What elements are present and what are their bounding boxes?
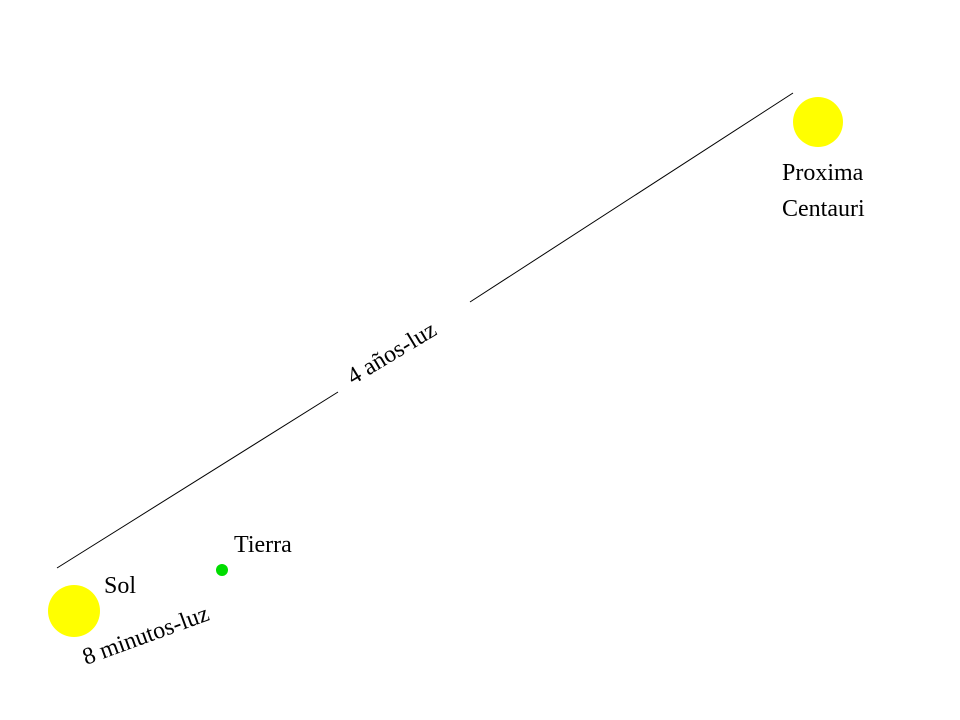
sun-label: Sol	[104, 573, 136, 599]
proxima-label-line2: Centauri	[782, 196, 865, 222]
distance-line-lower	[56, 391, 339, 569]
distance-label-proxima: 4 años-luz	[343, 317, 442, 390]
proxima-centauri-icon	[793, 97, 843, 147]
proxima-label-line1: Proxima	[782, 160, 864, 186]
earth-label: Tierra	[234, 532, 292, 558]
sun-icon	[48, 585, 100, 637]
earth-icon	[216, 564, 228, 576]
distance-line-upper	[469, 92, 794, 303]
